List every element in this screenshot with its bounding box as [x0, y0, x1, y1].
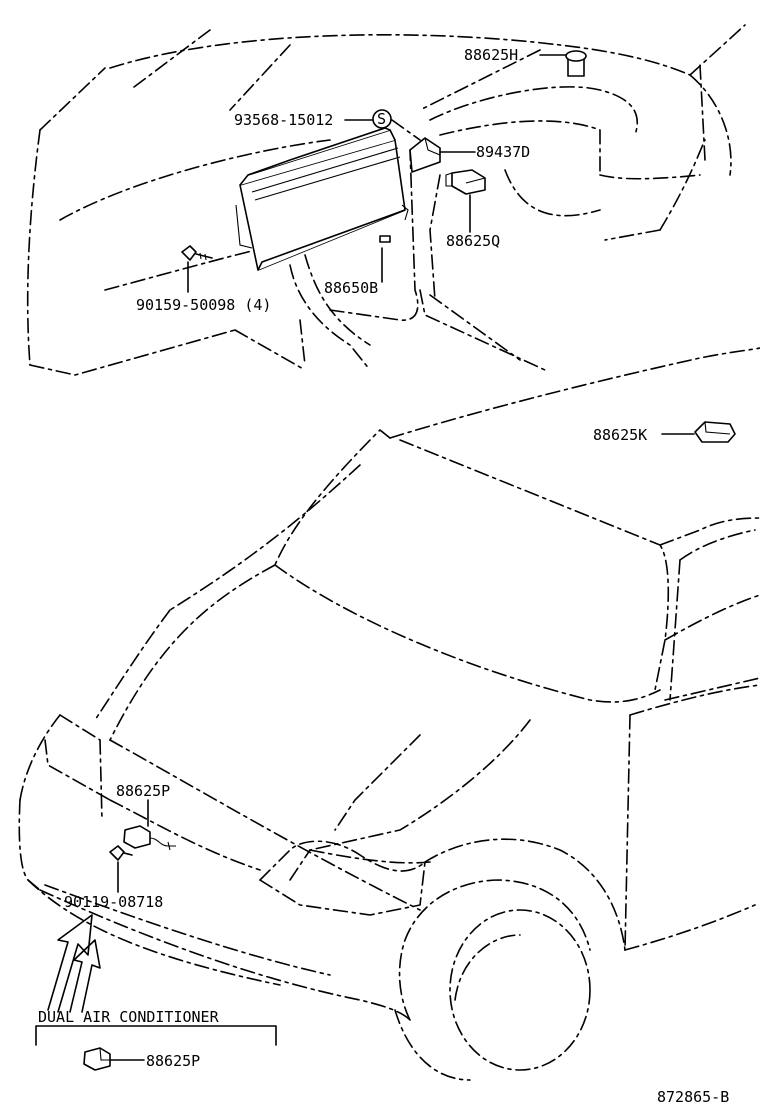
- label-88625P-vehicle: 88625P: [116, 782, 170, 800]
- label-93568-15012: 93568-15012: [234, 111, 333, 129]
- sensor-88625P-box: [83, 1047, 145, 1071]
- sensor-88625P-vehicle: [123, 799, 176, 851]
- label-90159-50098: 90159-50098 (4): [136, 296, 271, 314]
- diagram-id: 872865-B: [657, 1088, 729, 1106]
- sensor-88625K: [661, 421, 736, 443]
- label-88625H: 88625H: [464, 46, 518, 64]
- label-dual-air-conditioner: DUAL AIR CONDITIONER: [38, 1008, 220, 1026]
- label-88650B: 88650B: [324, 279, 378, 297]
- s-marker: [344, 109, 421, 141]
- label-88625Q: 88625Q: [446, 232, 500, 250]
- ecu-module-88650B: [235, 127, 409, 271]
- screw-90119: [109, 845, 133, 893]
- dual-ac-bracket: [35, 1025, 277, 1046]
- label-89437D: 89437D: [476, 143, 530, 161]
- bracket-89437D: [409, 137, 476, 173]
- s-marker-label: S: [377, 110, 386, 128]
- sensor-88625Q: [445, 169, 486, 233]
- screw-90159: [181, 245, 213, 293]
- pointer-arrows: [47, 914, 101, 1013]
- label-88625K: 88625K: [593, 426, 647, 444]
- label-88625P-box: 88625P: [146, 1052, 200, 1070]
- dashboard-outline: [26, 24, 746, 376]
- vehicle-outline: [18, 347, 760, 1081]
- label-90119-08718: 90119-08718: [64, 893, 163, 911]
- sensor-88625H: [539, 50, 587, 77]
